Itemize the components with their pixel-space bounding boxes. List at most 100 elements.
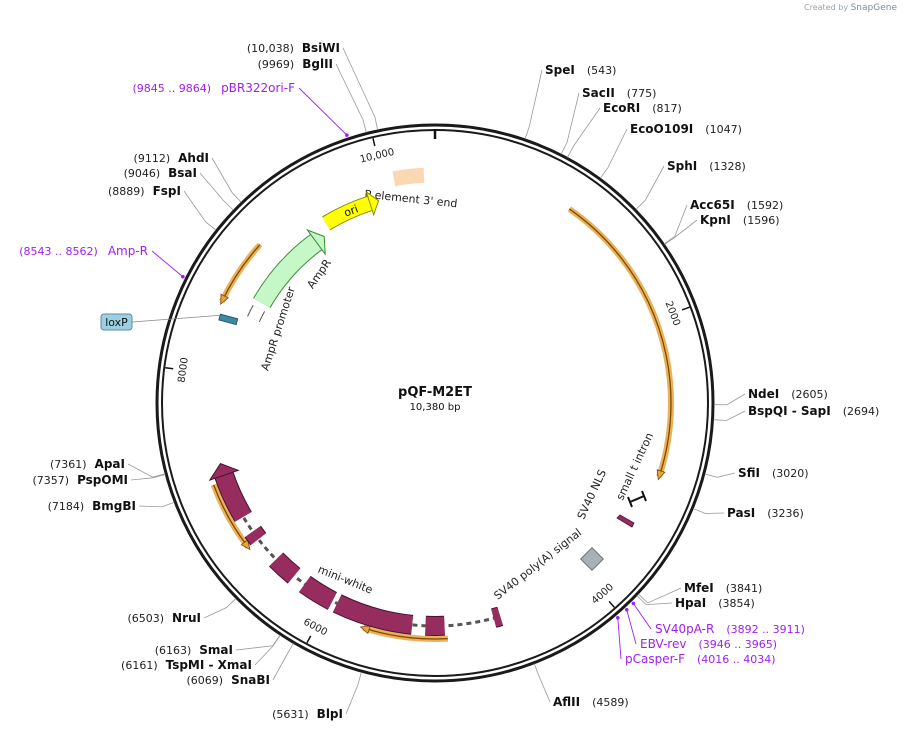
site-leader: [704, 472, 736, 478]
site-bsai: BsaI(9046): [124, 166, 234, 211]
site-ahdi: AhdI(9112): [134, 151, 242, 203]
feature-p-element: P element 3' end: [364, 167, 458, 211]
primer-marker: [631, 601, 636, 606]
site-leader: [203, 598, 237, 619]
site-leader: [335, 63, 367, 133]
plasmid-backbone: [155, 123, 715, 683]
backbone-outer-strand: [155, 123, 715, 683]
site-name: EcoRI: [603, 101, 640, 115]
orf-arc: [219, 242, 263, 306]
site-position: (6163): [155, 644, 192, 657]
tick-mark: [165, 366, 174, 370]
site-apai: ApaI(7361): [50, 457, 166, 478]
site-snabi: SnaBI(6069): [187, 643, 294, 687]
intron-label: small t intron: [614, 431, 657, 503]
orf-arc: [210, 483, 251, 551]
site-position: (4589): [592, 696, 629, 709]
primer-leader: [617, 617, 622, 660]
ori-body: [322, 196, 373, 230]
p-element-label: P element 3' end: [364, 188, 458, 211]
site-acc65i: Acc65I (1592): [663, 198, 784, 245]
orf-arc: [359, 624, 449, 642]
primer-name: pCasper-F: [625, 652, 685, 666]
site-mfei: MfeI(3841): [638, 581, 763, 604]
orf-arrowhead: [656, 469, 666, 481]
site-leader: [638, 587, 682, 604]
site-name: BlpI: [317, 707, 343, 721]
site-leader: [663, 204, 688, 245]
tick-label: 6000: [301, 617, 329, 639]
ampr-label: AmpR: [304, 256, 334, 291]
site-leader: [533, 663, 551, 703]
site-bmgbi: BmgBI(7184): [48, 499, 175, 513]
site-position: (3841): [726, 582, 763, 595]
sv40-polya-marker: [579, 546, 605, 572]
intron-cap-a: [627, 496, 633, 508]
snapgene-credit: Created by SnapGene: [804, 3, 897, 13]
site-name: PspOMI: [77, 473, 128, 487]
ampr-body: [254, 234, 322, 308]
site-leader: [713, 410, 746, 421]
plasmid-name: pQF-M2ET: [398, 385, 472, 400]
site-position: (9046): [124, 167, 161, 180]
site-name: SmaI: [199, 643, 233, 657]
site-name: ApaI: [95, 457, 125, 471]
site-position: (10,038): [247, 42, 294, 55]
site-fspi: FspI(8889): [108, 184, 217, 231]
site-leader: [199, 172, 234, 211]
plasmid-size: 10,380 bp: [410, 402, 461, 413]
site-leader: [345, 672, 362, 715]
site-leader: [127, 463, 166, 478]
site-blpi: BlpI(5631): [272, 672, 362, 721]
site-position: (775): [627, 87, 657, 100]
loxp-marker: [218, 313, 239, 326]
primer-sites: pBR322ori-F(9845 .. 9864)Amp-R(8543 .. 8…: [19, 81, 805, 666]
primer-leader: [626, 609, 637, 645]
orf-arrowhead: [220, 293, 229, 306]
primer-sv40pa-r: SV40pA-R(3892 .. 3911): [631, 601, 805, 636]
orf-arcs: [210, 206, 674, 642]
site-position: (1047): [705, 123, 742, 136]
site-position: (3854): [718, 597, 755, 610]
site-leader: [636, 595, 673, 606]
site-bsiwi: BsiWI(10,038): [247, 41, 379, 131]
mini-white-exon: [333, 595, 414, 634]
site-pspomi: PspOMI(7357): [32, 473, 166, 487]
feature-mini-white: mini-white: [208, 463, 504, 636]
site-name: NdeI: [748, 387, 779, 401]
site-name: FspI: [153, 184, 181, 198]
mini-white-exon: [245, 526, 266, 545]
site-ndei: NdeI (2605): [713, 387, 828, 406]
primer-marker: [181, 274, 185, 279]
orf-arc: [567, 206, 674, 481]
site-position: (1592): [747, 199, 784, 212]
site-nrui: NruI(6503): [127, 598, 237, 625]
orf-arrowhead: [240, 539, 251, 551]
site-leader: [599, 128, 628, 179]
primer-range: (8543 .. 8562): [19, 245, 98, 258]
site-position: (3236): [767, 507, 804, 520]
tick-mark: [372, 137, 376, 147]
site-position: (2605): [791, 388, 828, 401]
loxp-leader: [131, 314, 220, 323]
site-leader: [635, 165, 665, 210]
site-position: (817): [652, 102, 682, 115]
primer-marker: [345, 133, 349, 137]
mini-white-exon: [491, 607, 503, 627]
site-name: BmgBI: [92, 499, 136, 513]
primer-range: (9845 .. 9864): [133, 82, 212, 95]
feature-loxp: loxP: [100, 313, 239, 331]
site-name: SfiI: [738, 466, 760, 480]
site-smai: SmaI (6163): [155, 634, 281, 657]
site-name: Acc65I: [690, 198, 735, 212]
credit-prefix: Created by: [804, 3, 849, 12]
site-position: (2694): [843, 405, 880, 418]
loxp-label: loxP: [105, 316, 128, 329]
orf-glow: [219, 242, 263, 303]
site-position: (1596): [743, 214, 780, 227]
site-leader: [183, 190, 217, 231]
tick-mark: [608, 600, 615, 608]
sv40-nls-label: SV40 NLS: [575, 468, 609, 522]
p-element-body: [392, 167, 425, 187]
mini-white-exon: [269, 553, 300, 583]
